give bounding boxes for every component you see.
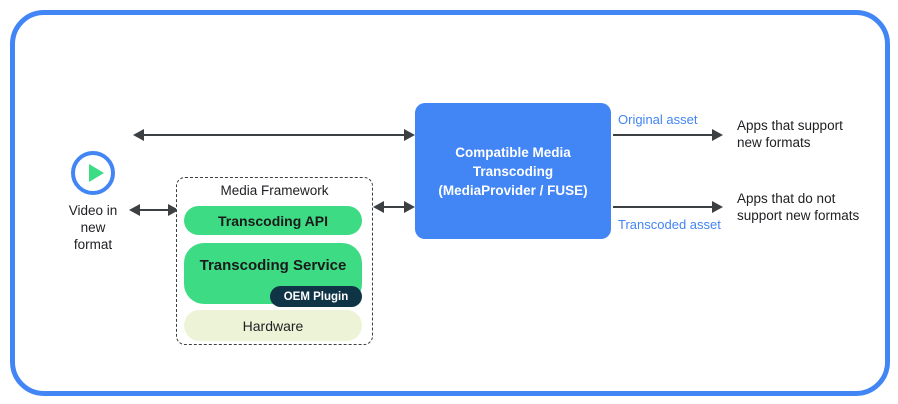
arrow-video-to-transcoding-head-right bbox=[404, 129, 415, 141]
transcoding-api-pill: Transcoding API bbox=[184, 206, 362, 235]
arrow-video-to-framework-line bbox=[139, 209, 169, 211]
arrow-framework-to-transcoding-head-right bbox=[404, 201, 415, 213]
play-circle-icon bbox=[71, 151, 115, 195]
original-asset-label: Original asset bbox=[618, 112, 698, 127]
compatible-media-transcoding-box: Compatible Media Transcoding (MediaProvi… bbox=[415, 103, 611, 239]
apps-supporting-new-formats-label: Apps that support new formats bbox=[737, 118, 843, 150]
arrow-framework-to-transcoding-head-left bbox=[373, 201, 384, 213]
arrow-transcoded-asset-line bbox=[613, 206, 713, 208]
arrow-video-to-transcoding-line bbox=[144, 134, 404, 136]
arrow-original-asset-head bbox=[712, 129, 723, 141]
apps-not-supporting-new-formats-label: Apps that do not support new formats bbox=[737, 191, 860, 223]
transcoded-asset-label: Transcoded asset bbox=[618, 217, 721, 232]
arrow-original-asset-line bbox=[613, 134, 713, 136]
arrow-video-to-transcoding-head-left bbox=[133, 129, 144, 141]
video-source-label: Video in new format bbox=[68, 203, 118, 252]
media-framework-title: Media Framework bbox=[220, 183, 329, 198]
hardware-pill: Hardware bbox=[184, 310, 362, 341]
arrow-video-to-framework-head-left bbox=[129, 204, 140, 216]
arrow-video-to-framework-head-right bbox=[168, 204, 179, 216]
play-triangle-icon bbox=[89, 164, 104, 182]
oem-plugin-badge: OEM Plugin bbox=[270, 286, 362, 307]
arrow-framework-to-transcoding-line bbox=[383, 206, 405, 208]
arrow-transcoded-asset-head bbox=[712, 201, 723, 213]
